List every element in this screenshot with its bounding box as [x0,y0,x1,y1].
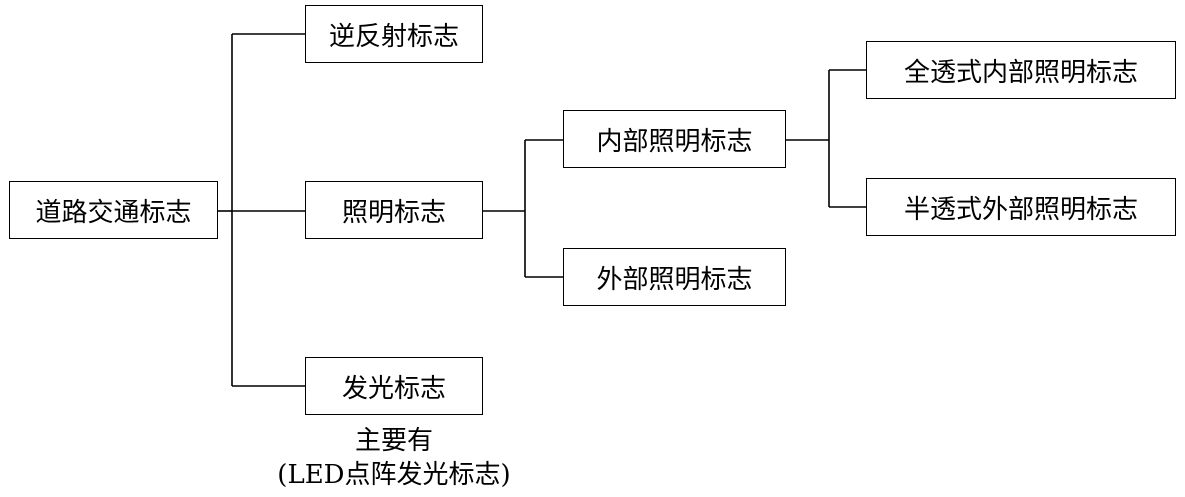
node-retroreflective-sign: 逆反射标志 [305,5,483,63]
node-label: 外部照明标志 [596,264,753,295]
node-label: 照明标志 [341,197,446,228]
node-illuminated-sign: 照明标志 [305,181,483,239]
node-label: 逆反射标志 [328,21,459,52]
note-line-1: 主要有 [354,426,433,456]
node-label: 发光标志 [341,373,446,404]
node-luminous-sign: 发光标志 [305,357,483,415]
node-label: 道路交通标志 [35,197,192,228]
node-external-illumination-sign: 外部照明标志 [563,248,786,306]
node-full-transparent-internal-sign: 全透式内部照明标志 [866,41,1176,99]
node-label: 内部照明标志 [596,126,753,157]
node-internal-illumination-sign: 内部照明标志 [563,110,786,168]
node-label: 半透式外部照明标志 [903,194,1138,225]
luminous-sign-note: 主要有 (LED点阵发光标志) [244,424,544,492]
node-road-traffic-sign: 道路交通标志 [9,181,218,239]
node-label: 全透式内部照明标志 [903,57,1138,88]
node-semi-transparent-external-sign: 半透式外部照明标志 [866,178,1176,236]
note-line-2: (LED点阵发光标志) [277,460,511,490]
